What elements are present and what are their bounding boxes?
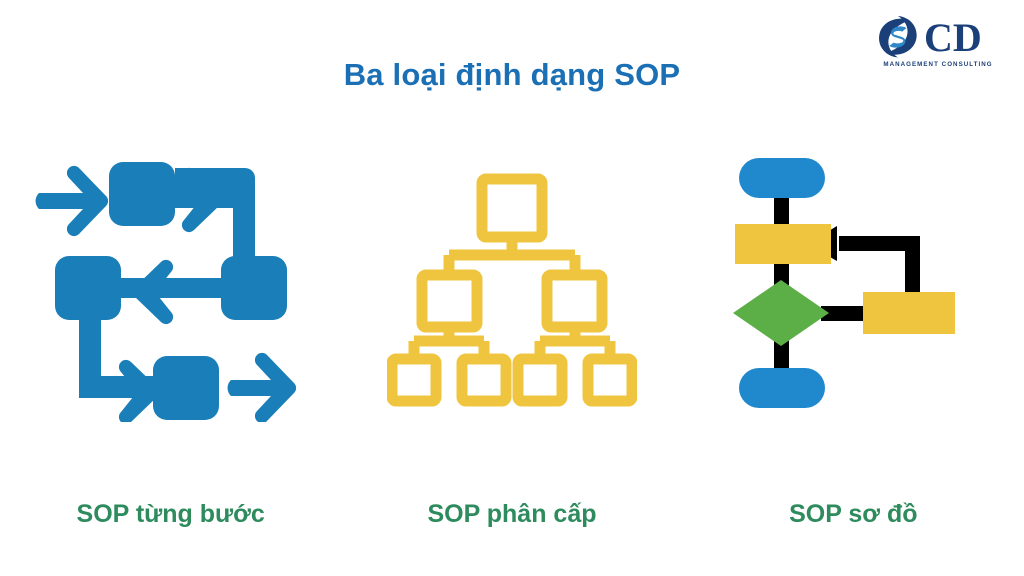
logo-wordmark: CD [924, 15, 982, 60]
logo-swoosh-inner [886, 16, 917, 55]
tree-node-mid-left [416, 269, 483, 333]
connector-branch-up [905, 236, 921, 298]
flow-shape-start [739, 158, 826, 198]
connector-middle-bar [96, 278, 247, 298]
scd-logo-mark: CD [879, 15, 982, 60]
connector-branch-left [839, 236, 921, 251]
caption-hierarchical: SOP phân cấp [427, 500, 597, 528]
node-step-4 [152, 356, 219, 420]
tree-node-leaf-3 [512, 353, 568, 407]
flow-shape-process [735, 224, 832, 264]
caption-step-by-step: SOP từng bước [76, 500, 265, 528]
sop-format-columns: SOP từng bước [0, 138, 1024, 548]
tree-node-root [476, 173, 548, 243]
step-by-step-flow-icon [35, 138, 307, 438]
logo-swoosh-outer [879, 18, 910, 58]
flow-shape-end [739, 368, 826, 408]
tree-node-leaf-4 [582, 353, 637, 407]
node-step-3 [54, 256, 121, 320]
tree-node-mid-right [541, 269, 608, 333]
column-step-by-step: SOP từng bước [0, 138, 341, 548]
flowchart-icon [733, 138, 973, 438]
column-hierarchical: SOP phân cấp [341, 138, 682, 548]
hierarchy-tree-icon [386, 138, 637, 438]
connector-decision-to-branch [821, 306, 868, 321]
tree-node-leaf-2 [456, 353, 512, 407]
arrow-enter-right [35, 165, 108, 237]
arrow-head-top-right [181, 167, 222, 233]
arrow-exit-right [227, 352, 296, 422]
column-flowchart: SOP sơ đồ [683, 138, 1024, 548]
hierarchy-shapes [386, 173, 637, 407]
caption-flowchart: SOP sơ đồ [789, 500, 918, 528]
hierarchy-svg [386, 173, 637, 407]
flowchart-connectors [774, 190, 921, 378]
arrow-head-bottom-right [118, 359, 159, 422]
arrow-head-middle-left [132, 259, 173, 325]
node-step-1 [108, 162, 175, 226]
logo-s-letter [889, 26, 907, 48]
flow-shape-branch [863, 292, 956, 334]
step-flow-svg [35, 162, 296, 422]
logo-tagline: MANAGEMENT CONSULTING [883, 61, 993, 68]
tree-node-leaf-1 [386, 353, 442, 407]
node-step-2 [220, 256, 287, 320]
page-title: Ba loại định dạng SOP [343, 57, 681, 92]
scd-logo: CD MANAGEMENT CONSULTING [874, 14, 1002, 76]
step-flow-shapes [35, 162, 296, 422]
connector-start-to-process [774, 190, 790, 230]
flow-shape-decision [733, 280, 830, 346]
flowchart-svg [733, 158, 956, 408]
